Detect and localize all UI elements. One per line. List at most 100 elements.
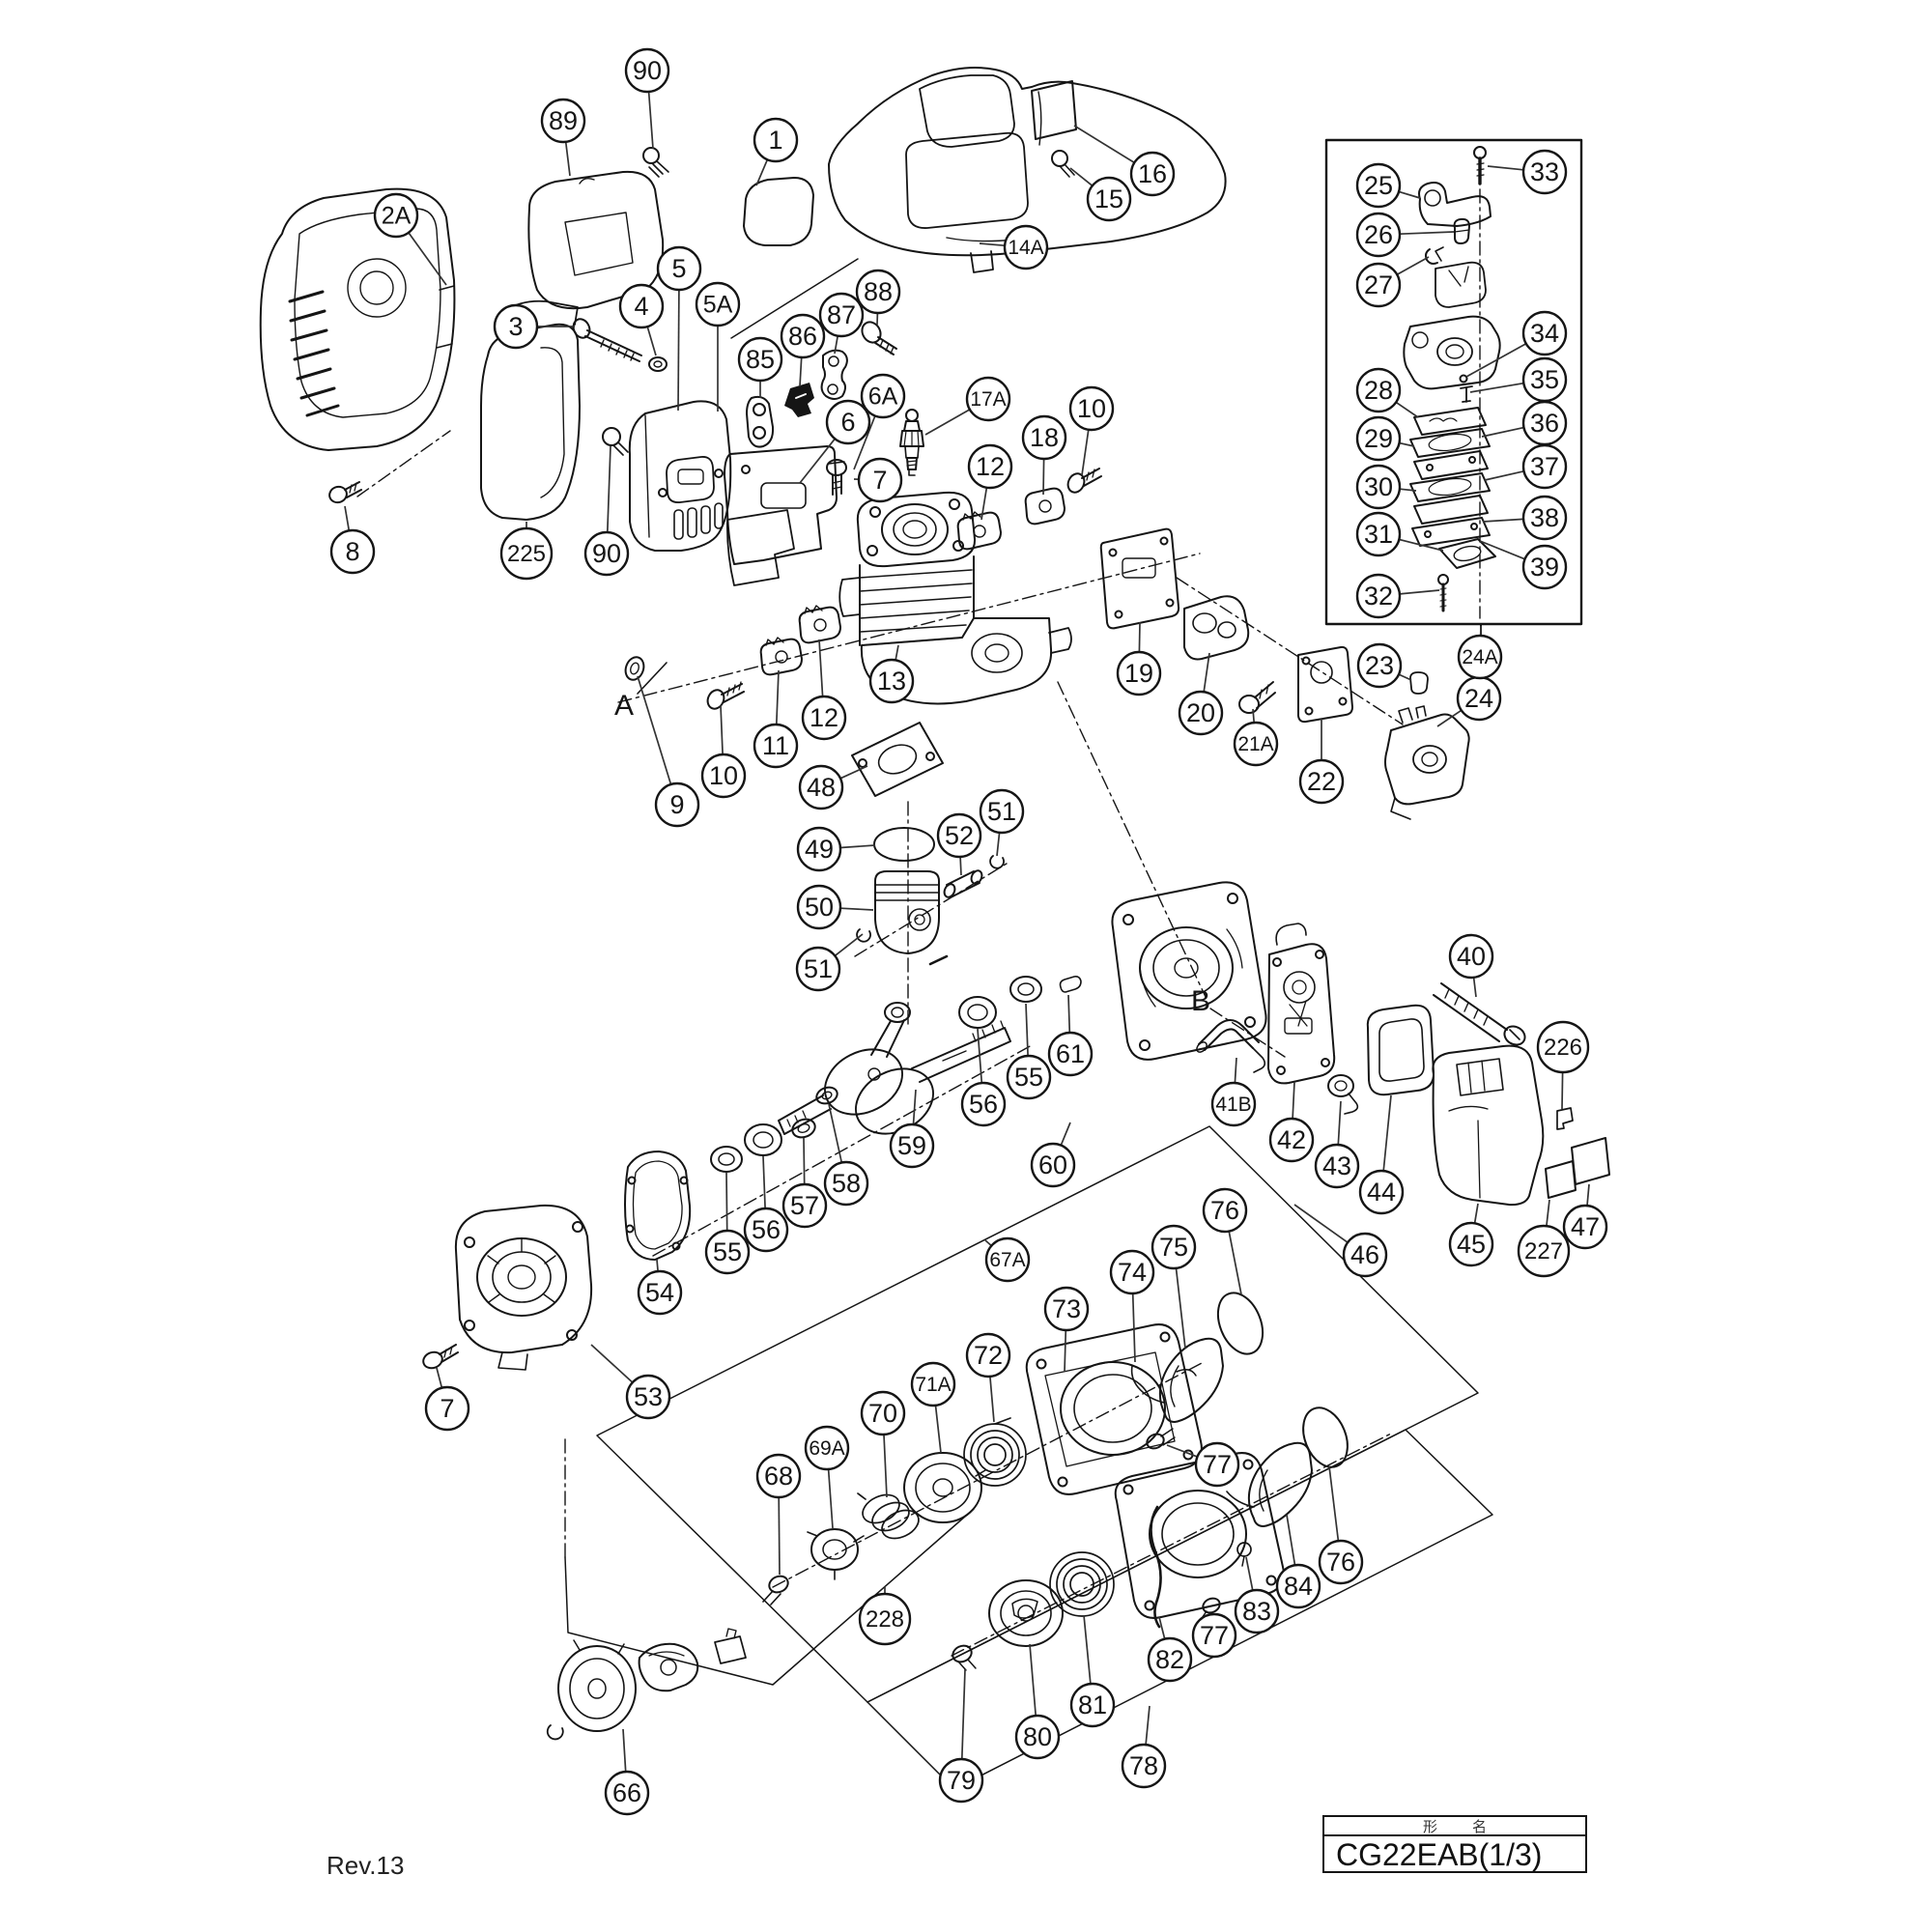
callout-69A: 69A [804,1425,850,1471]
callout-225: 225 [499,526,554,581]
fastener-chain-art [624,468,1102,710]
callout-12: 12 [801,695,847,741]
callout-74: 74 [1109,1249,1155,1295]
callout-28: 28 [1355,367,1402,413]
svg-text:7: 7 [872,466,887,495]
intake-group-art [1099,527,1470,820]
callout-33: 33 [1521,149,1568,195]
svg-text:55: 55 [1014,1063,1043,1092]
callout-42: 42 [1268,1117,1315,1163]
callout-90: 90 [624,47,670,94]
bracket-87-art [820,349,848,400]
callout-12: 12 [967,443,1013,490]
svg-text:225: 225 [507,541,546,567]
svg-text:15: 15 [1094,185,1123,213]
svg-text:82: 82 [1155,1645,1184,1674]
svg-text:43: 43 [1322,1151,1351,1180]
callout-19: 19 [1116,650,1162,696]
callout-37: 37 [1521,443,1568,490]
svg-text:59: 59 [897,1131,926,1160]
svg-text:71A: 71A [915,1374,951,1396]
crankshaft-art [778,954,1082,1135]
svg-text:24A: 24A [1462,646,1497,668]
title-block-header: 形名 [1324,1817,1585,1836]
svg-text:56: 56 [752,1215,781,1244]
svg-text:69A: 69A [809,1437,844,1460]
bearing-chain-art [710,1086,838,1173]
callout-90: 90 [583,530,630,577]
callout-29: 29 [1355,415,1402,462]
svg-text:40: 40 [1457,942,1486,971]
callout-72: 72 [965,1332,1011,1378]
callout-80: 80 [1014,1714,1061,1760]
svg-text:12: 12 [810,703,838,732]
svg-text:14A: 14A [1008,237,1043,259]
svg-text:46: 46 [1350,1240,1379,1269]
svg-text:35: 35 [1530,365,1559,394]
callout-86: 86 [780,313,826,359]
leader-lines [344,91,1590,1773]
svg-text:20: 20 [1186,698,1215,727]
svg-text:19: 19 [1124,659,1153,688]
callout-50: 50 [796,884,842,930]
callout-24: 24 [1456,675,1502,722]
svg-text:51: 51 [987,797,1016,826]
svg-text:57: 57 [790,1191,819,1220]
callout-78: 78 [1121,1743,1167,1789]
callout-3: 3 [493,303,539,350]
svg-text:226: 226 [1544,1035,1582,1061]
svg-text:90: 90 [633,56,662,85]
callout-11: 11 [753,723,799,769]
callout-39: 39 [1521,544,1568,590]
svg-text:67A: 67A [989,1249,1025,1271]
svg-text:84: 84 [1284,1572,1313,1601]
lens-1-art [743,177,814,246]
svg-text:76: 76 [1210,1196,1239,1225]
svg-text:83: 83 [1242,1597,1271,1626]
axis-lines [356,188,1481,1657]
svg-text:7: 7 [440,1394,454,1423]
callout-75: 75 [1151,1224,1197,1270]
callout-10: 10 [700,753,747,799]
aircleaner-group-art [1196,923,1610,1468]
callout-7: 7 [424,1385,470,1432]
svg-text:18: 18 [1030,423,1059,452]
section-labels: AB [614,690,1210,1017]
callout-41B: 41B [1210,1081,1257,1127]
callout-8: 8 [329,528,376,575]
callout-53: 53 [625,1374,671,1420]
svg-text:10: 10 [709,761,738,790]
svg-text:3: 3 [508,312,523,341]
svg-text:11: 11 [762,731,789,760]
muffler-art [628,400,732,552]
callout-227: 227 [1517,1224,1571,1278]
clamp-86-art [784,383,814,417]
crankcase-a-art [454,1151,692,1371]
svg-text:36: 36 [1530,409,1559,438]
svg-text:85: 85 [746,345,775,374]
callout-10: 10 [1068,385,1115,432]
svg-text:53: 53 [634,1382,663,1411]
callout-35: 35 [1521,356,1568,403]
callout-5: 5 [656,245,702,292]
svg-text:38: 38 [1530,503,1559,532]
callout-27: 27 [1355,262,1402,308]
svg-text:74: 74 [1118,1258,1147,1287]
svg-text:90: 90 [592,539,621,568]
callout-228: 228 [858,1592,912,1646]
svg-text:9: 9 [669,790,684,819]
callout-55: 55 [704,1229,751,1275]
starter-group2-art [952,1441,1313,1671]
svg-text:77: 77 [1203,1450,1232,1479]
fan-cover-art [259,187,456,451]
svg-text:26: 26 [1364,220,1393,249]
callout-15: 15 [1086,176,1132,222]
svg-text:17A: 17A [970,388,1006,411]
callout-46: 46 [1342,1232,1388,1278]
callout-2A: 2A [373,192,419,239]
bolt-7b-art [422,1344,459,1370]
callout-58: 58 [823,1160,869,1207]
callout-23: 23 [1356,642,1403,689]
svg-text:32: 32 [1364,582,1393,611]
piston-group-art [856,827,1005,954]
